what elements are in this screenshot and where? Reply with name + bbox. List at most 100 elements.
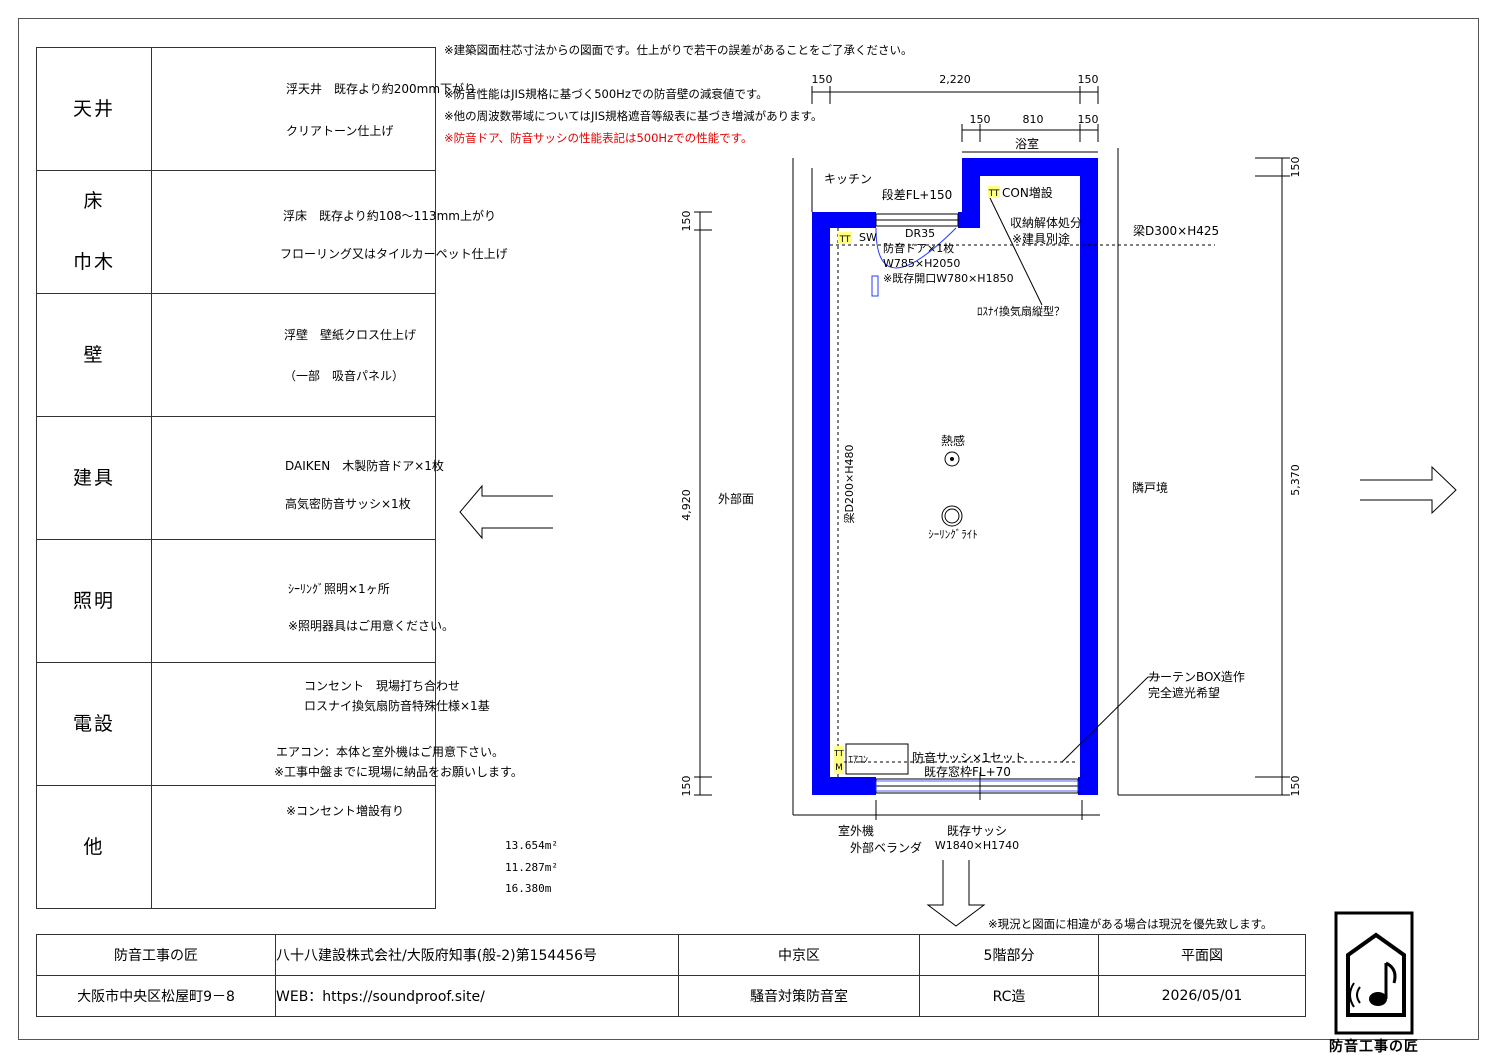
category-label: 天井	[72, 97, 115, 120]
arrow-left-icon	[459, 484, 553, 540]
dim-top-mid: 2,220	[939, 73, 971, 86]
floor: 5階部分	[919, 934, 1099, 976]
dim-top-right: 150	[1078, 73, 1099, 86]
tt-label: TT	[839, 235, 851, 245]
label-storage2: ※建具別途	[1012, 231, 1070, 246]
label-outside: 外部面	[718, 491, 754, 506]
label-door1: 防音ドア×1枚	[883, 241, 954, 255]
spec-category: 壁	[36, 293, 152, 417]
tt-marker	[988, 186, 1000, 198]
dim-left-top: 150	[680, 211, 693, 232]
existing-walls	[792, 148, 1282, 820]
company-short: 防音工事の匠	[36, 934, 276, 976]
spec-line: DAIKEN 木製防音ドア×1枚	[285, 459, 444, 473]
label-beam-left: 梁D200×H480	[842, 445, 856, 524]
dim-right-top: 150	[1289, 157, 1302, 178]
area-value: 16.380m	[505, 882, 552, 895]
dim-left-bottom: 150	[680, 776, 693, 797]
dim-bath-right: 150	[1078, 113, 1099, 126]
soundproof-wall	[812, 212, 876, 795]
label-sw: SW	[859, 231, 877, 244]
category-label: 他	[83, 835, 105, 858]
label-dr: DR35	[905, 227, 935, 240]
company-logo	[1334, 911, 1414, 1035]
tt-label: TT	[833, 749, 844, 758]
spec-line: エアコン：本体と室外機はご用意下さい。	[276, 745, 505, 759]
drawing-frame	[18, 18, 1479, 1040]
spec-desc: ※コンセント増設有り	[151, 785, 436, 909]
spec-line: コンセント 現場打ち合わせ	[304, 679, 461, 693]
structure: RC造	[919, 975, 1099, 1017]
spec-desc: ｼｰﾘﾝｸﾞ照明×1ヶ所 ※照明器具はご用意ください。	[151, 539, 454, 663]
note-line: ※他の周波数帯域についてはJIS規格遮音等級表に基づき増減があります。	[444, 109, 823, 123]
spec-line: 浮床 既存より約108～113mm上がり	[283, 209, 496, 223]
dim-right-total: 5,370	[1289, 464, 1302, 496]
spec-desc: 浮床 既存より約108～113mm上がり フローリング又はタイルカーペット仕上げ	[151, 170, 508, 294]
category-label: 巾木	[72, 251, 115, 273]
note-line: ※防音性能はJIS規格に基づく500Hzでの防音壁の減衰値です。	[444, 87, 768, 101]
title-row: 大阪市中央区松屋町9－8 WEB：https://soundproof.site…	[36, 975, 1306, 1017]
area-value: 11.287m²	[505, 861, 558, 874]
spec-line: ロスナイ換気扇防音特殊仕様×1基	[304, 699, 490, 713]
label-con: CON増設	[1002, 185, 1053, 200]
spec-desc: 浮天井 既存より約200mm下がり クリアトーン仕上げ	[151, 47, 476, 171]
spec-line: フローリング又はタイルカーペット仕上げ	[280, 247, 508, 261]
spec-desc: コンセント 現場打ち合わせ ロスナイ換気扇防音特殊仕様×1基 エアコン：本体と室…	[151, 662, 523, 786]
spec-line: ※コンセント増設有り	[286, 804, 405, 818]
label-beam-top: 梁D300×H425	[1133, 223, 1219, 238]
left-dimension-lines	[694, 211, 712, 796]
address: 大阪市中央区松屋町9－8	[36, 975, 276, 1017]
label-bath: 浴室	[1015, 136, 1039, 151]
ceiling-light-icon	[941, 505, 963, 527]
category-label: 床	[83, 190, 105, 213]
dim-right-bottom: 150	[1289, 776, 1302, 797]
spec-line: ※工事中盤までに現場に納品をお願いします。	[274, 765, 523, 779]
label-veranda: 外部ベランダ	[850, 840, 922, 855]
category-label: 電設	[72, 712, 115, 735]
label-sash1: 防音サッシ×1セット	[912, 750, 1026, 765]
web-link[interactable]: WEB：https://soundproof.site/	[275, 975, 679, 1017]
logo-text: 防音工事の匠	[1329, 1039, 1419, 1055]
ward: 中京区	[678, 934, 920, 976]
spec-line: （一部 吸音パネル）	[284, 369, 405, 383]
title-row: 防音工事の匠 八十八建設株式会社/大阪府知事(般-2)第154456号 中京区 …	[36, 934, 1306, 976]
label-kitchen: キッチン	[824, 172, 872, 186]
label-curtain1: カーテンBOX造作	[1148, 670, 1245, 684]
spec-category: 床 巾木	[36, 170, 152, 294]
spec-line: クリアトーン仕上げ	[286, 124, 394, 138]
arrow-down-icon	[926, 860, 986, 927]
company-full: 八十八建設株式会社/大阪府知事(般-2)第154456号	[275, 934, 679, 976]
heat-sensor-icon	[944, 451, 960, 467]
label-door3: ※既存開口W780×H1850	[883, 271, 1014, 285]
spec-line: ※照明器具はご用意ください。	[288, 619, 455, 633]
label-storage1: 収納解体処分	[1010, 216, 1082, 230]
label-neighbor: 隣戸境	[1132, 480, 1168, 495]
spec-row: 照明 ｼｰﾘﾝｸﾞ照明×1ヶ所 ※照明器具はご用意ください。	[36, 539, 454, 663]
category-label: 壁	[83, 343, 105, 366]
dim-bath-mid: 810	[1023, 113, 1044, 126]
right-dimension-lines	[1255, 157, 1290, 796]
soundproof-wall	[958, 158, 1098, 795]
spec-category: 照明	[36, 539, 152, 663]
note-line-red: ※防音ドア、防音サッシの性能表記は500Hzでの性能です。	[444, 131, 753, 145]
label-curtain2: 完全遮光希望	[1148, 685, 1220, 700]
dim-top-left: 150	[812, 73, 833, 86]
m-label: M	[835, 763, 843, 773]
category-label: 照明	[72, 589, 115, 612]
spec-line: 浮壁 壁紙クロス仕上げ	[284, 328, 417, 342]
spec-desc: DAIKEN 木製防音ドア×1枚 高気密防音サッシ×1枚	[151, 416, 444, 540]
label-sensor: 熱感	[941, 433, 965, 448]
label-door2: W785×H2050	[883, 257, 960, 270]
drawing-type: 平面図	[1098, 934, 1306, 976]
spec-category: 天井	[36, 47, 152, 171]
dim-bath-left: 150	[970, 113, 991, 126]
tt-label: TT	[988, 189, 1000, 199]
tm-marker	[834, 746, 844, 774]
date: 2026/05/01	[1098, 975, 1306, 1017]
ceiling-light-inner	[944, 508, 960, 524]
spec-row: 電設 コンセント 現場打ち合わせ ロスナイ換気扇防音特殊仕様×1基 エアコン：本…	[36, 662, 523, 786]
label-exist-sash2: W1840×H1740	[935, 839, 1019, 852]
spec-row: 壁 浮壁 壁紙クロス仕上げ （一部 吸音パネル）	[36, 293, 436, 417]
spec-row: 建具 DAIKEN 木製防音ドア×1枚 高気密防音サッシ×1枚	[36, 416, 444, 540]
